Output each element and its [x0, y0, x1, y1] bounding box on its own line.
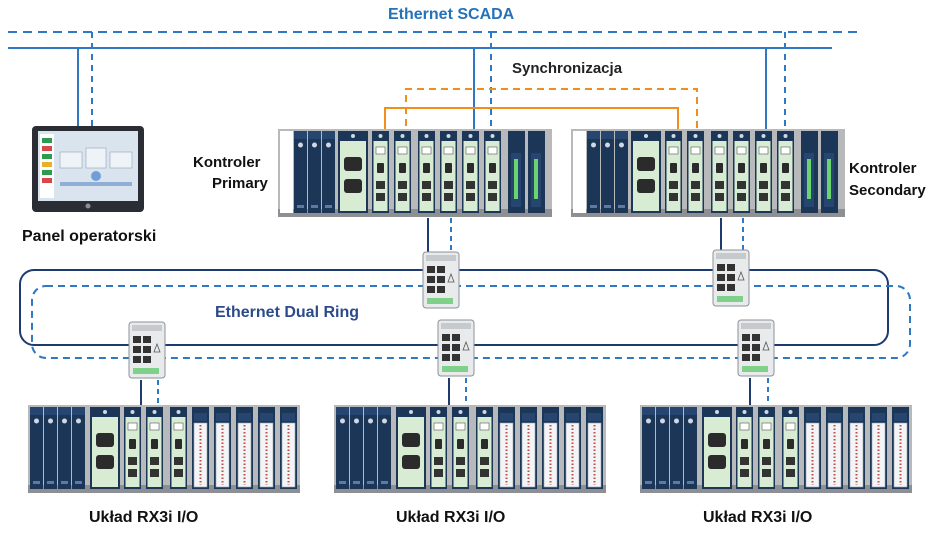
io-rack-left-label: Układ RX3i I/O — [89, 509, 199, 526]
controller-secondary-label-line2: Secondary — [849, 182, 926, 199]
controller-primary-label-line2: Primary — [212, 175, 268, 192]
io-rack-center-label: Układ RX3i I/O — [396, 509, 506, 526]
hmi-touch-panel-icon — [32, 126, 144, 212]
io-rack-center-icon — [334, 405, 606, 493]
dual-ring-label: Ethernet Dual Ring — [215, 304, 360, 321]
switch-center-icon — [437, 319, 475, 377]
scada-label: Ethernet SCADA — [388, 6, 515, 23]
secondary-controller-rack — [571, 129, 845, 217]
scada-network-lines — [8, 31, 860, 140]
io-rack-right-icon — [640, 405, 912, 493]
io-rack-left-icon — [28, 405, 300, 493]
operator-panel-label: Panel operatorski — [22, 228, 157, 245]
controller-secondary-label-line1: Kontroler — [849, 160, 917, 177]
io-rack-right-label: Układ RX3i I/O — [703, 509, 813, 526]
switch-right-icon — [737, 319, 775, 377]
switch-left-icon — [128, 321, 166, 379]
synchronization-lines — [384, 88, 698, 138]
synchronization-label: Synchronizacja — [512, 60, 623, 77]
switch-secondary-icon — [712, 249, 750, 307]
switch-primary-icon — [422, 251, 460, 309]
controller-switch-links — [427, 218, 744, 258]
primary-controller-rack — [278, 129, 552, 217]
controller-primary-label-line1: Kontroler — [193, 154, 261, 171]
